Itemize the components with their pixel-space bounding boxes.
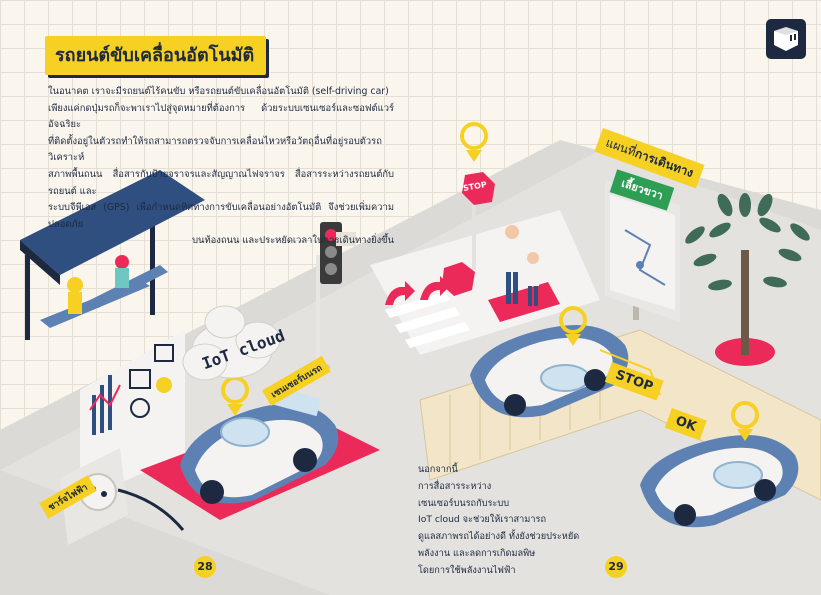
intro-paragraph: ในอนาคต เราจะมีรถยนต์ไร้คนขับ หรือรถยนต์…	[48, 84, 394, 250]
note-line: เซนเซอร์บนรถกับระบบ	[418, 497, 510, 509]
note-line: โดยการใช้พลังงานไฟฟ้า	[418, 564, 516, 576]
crosswalk-stripes	[385, 292, 470, 348]
note-line: การสื่อสารระหว่าง	[418, 480, 492, 492]
car-right	[640, 401, 799, 528]
intro-line: ในอนาคต เราจะมีรถยนต์ไร้คนขับ หรือรถยนต์…	[48, 86, 389, 97]
note-line: นอกจากนี้	[418, 464, 458, 475]
stop-sign-road	[442, 262, 475, 296]
note-line: IoT cloud จะช่วยให้เราสามารถ	[418, 514, 547, 526]
pedestrians	[488, 225, 560, 322]
intro-line: ที่ติดตั้งอยู่ในตัวรถทำให้รถสามารถตรวจจั…	[48, 135, 382, 164]
cloud-shape	[182, 305, 281, 381]
page-title: รถยนต์ขับเคลื่อนอัตโนมัติ	[45, 36, 267, 75]
map-board-art	[605, 180, 680, 322]
arrow-left	[385, 281, 415, 305]
intro-line: สภาพพื้นถนน สื่อสารกับป้ายจราจรและสัญญาณ…	[48, 168, 394, 197]
car-middle	[470, 306, 661, 418]
stop-post	[460, 122, 495, 270]
note-paragraph: นอกจากนี้ การสื่อสารระหว่าง เซนเซอร์บนรถ…	[418, 462, 608, 580]
publisher-logo-icon	[766, 19, 806, 59]
note-line: พลังงาน และลดการเกิดมลพิษ	[418, 547, 536, 559]
page-number-left: 28	[194, 556, 216, 578]
bus-stop	[20, 170, 205, 340]
map-board-label-regular: แผนที่	[604, 135, 638, 160]
tree	[685, 193, 810, 366]
page-number-right: 29	[605, 556, 627, 578]
charging-car	[180, 376, 339, 504]
intro-line: บนท้องถนน และประหยัดเวลาในการเดินทางยิ่ง…	[192, 235, 394, 247]
intro-line: ระบบจีพีเอส (GPS) เพื่อกำหนดทิศทางการขับ…	[48, 202, 394, 230]
intro-line: เพียงแค่กดปุ่มรถก็จะพาเราไปสู่จุดหมายที่…	[48, 102, 394, 131]
note-line: ดูแลสภาพรถได้อย่างดี ทั้งยังช่วยประหยัด	[418, 531, 580, 543]
